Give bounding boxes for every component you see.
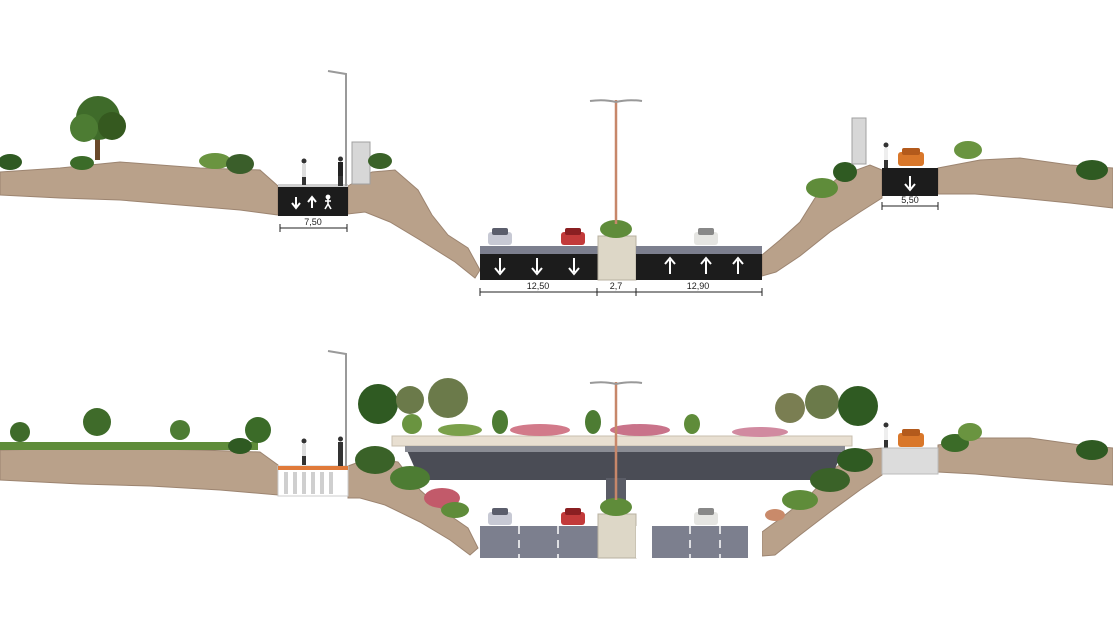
median	[597, 513, 637, 559]
right-embankment	[937, 437, 1113, 486]
lane-markings	[518, 526, 721, 558]
slope-vegetation	[355, 423, 1108, 521]
left-slope	[347, 169, 481, 279]
shrubs-top	[0, 141, 1108, 198]
arrow-up-icon	[664, 256, 676, 274]
bridge-trees	[358, 378, 878, 426]
dim-carriageway-left: 12,50	[527, 281, 550, 291]
street-lamp-median	[589, 381, 643, 500]
tree-left	[70, 96, 126, 160]
proposed-section	[0, 350, 1113, 559]
arrow-up-icon	[732, 256, 744, 274]
median-planter	[600, 220, 632, 238]
dim-right-lane: 5,50	[901, 195, 919, 205]
carriageway-right	[636, 254, 762, 280]
street-lamp-median	[589, 99, 643, 224]
arrow-down-icon	[531, 258, 543, 276]
car-orange	[898, 148, 924, 166]
arrow-down-icon	[494, 258, 506, 276]
arrow-down-icon	[568, 258, 580, 276]
left-embankment	[0, 447, 279, 496]
bridge-underside	[405, 446, 845, 480]
dim-carriageway-right: 12,90	[687, 281, 710, 291]
pedestrian-figures	[301, 422, 889, 466]
carriageway-right	[652, 526, 748, 558]
existing-section: 7,50 12,50 2,7 12,90 5,50	[0, 70, 1113, 296]
arrow-down-icon	[291, 197, 301, 210]
pedestrian-figures	[301, 142, 889, 186]
dim-left-walkway: 7,50	[304, 217, 322, 227]
left-slope	[347, 457, 479, 556]
car-orange	[898, 429, 924, 447]
green-bridge	[358, 378, 878, 500]
fence-right	[851, 117, 867, 165]
bridge-deck	[391, 435, 853, 447]
cars-bottom	[488, 508, 718, 525]
dimension-lines	[279, 202, 939, 296]
bridge-plants	[402, 410, 788, 437]
fence-left	[351, 141, 371, 185]
right-embankment	[937, 157, 1113, 209]
carriageway-arrows	[494, 256, 744, 276]
median-planter	[600, 498, 632, 516]
median	[597, 235, 637, 281]
arrow-up-icon	[307, 195, 317, 208]
carriageway-left	[480, 526, 598, 558]
street-lamp-left	[327, 350, 347, 466]
trees-left-bottom	[10, 408, 271, 454]
crosswalk-stripes	[284, 472, 333, 494]
left-walkway-arrows	[291, 194, 332, 210]
cars-top	[488, 228, 718, 245]
arrow-up-icon	[700, 256, 712, 274]
street-lamp-left	[327, 70, 347, 186]
right-lane	[881, 447, 939, 475]
green-strip	[0, 442, 258, 450]
pedestrian-icon	[324, 194, 332, 210]
arrow-down-icon	[904, 176, 916, 192]
carriageway-left	[480, 254, 598, 280]
dim-median: 2,7	[610, 281, 623, 291]
